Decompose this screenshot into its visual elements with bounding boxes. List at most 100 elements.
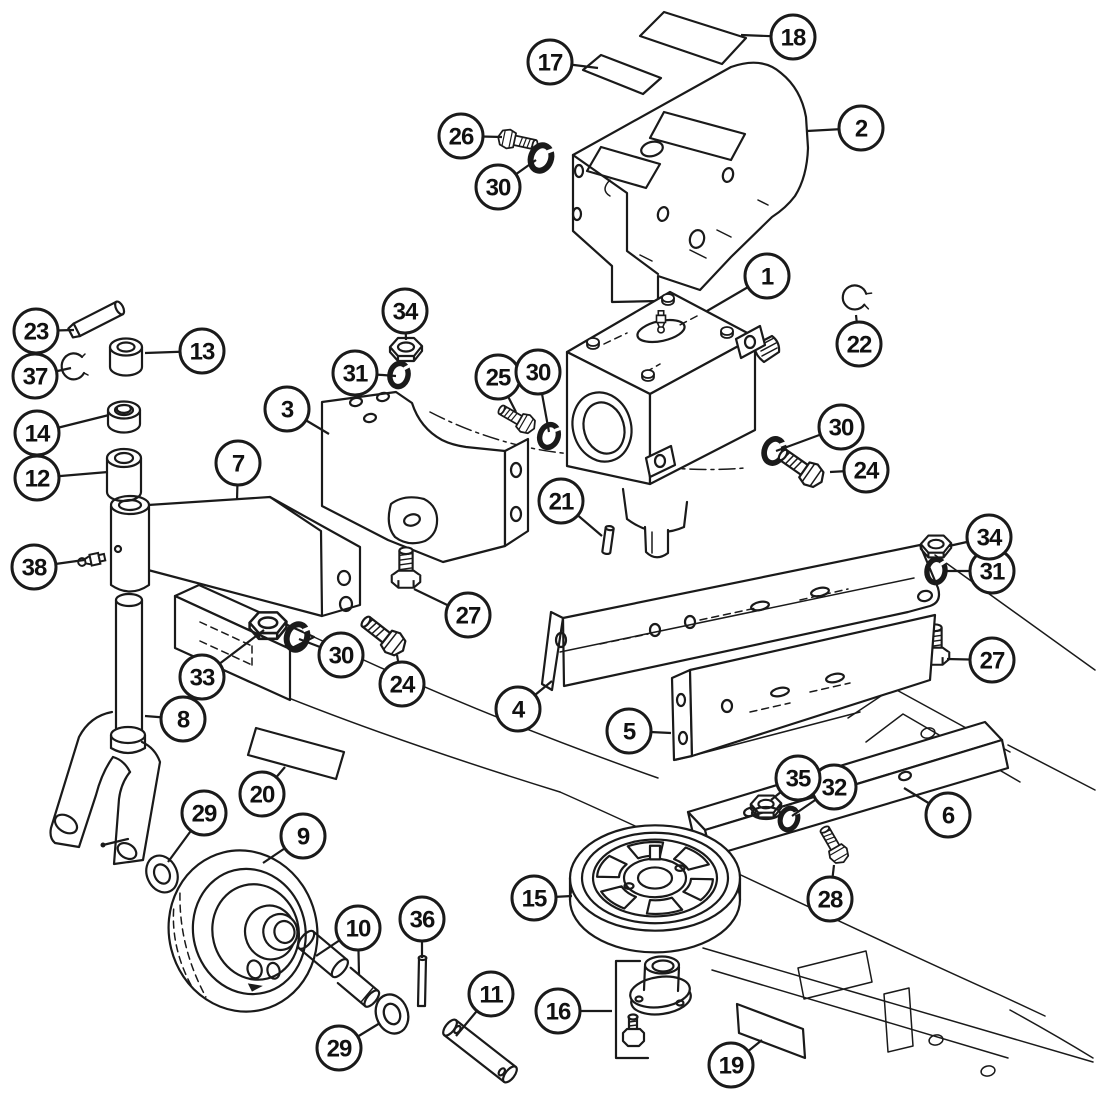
hex-nut-part xyxy=(919,534,953,559)
callout-number: 14 xyxy=(25,421,51,448)
callout-number: 5 xyxy=(623,719,636,746)
callout-number: 22 xyxy=(847,332,872,359)
callout-number: 17 xyxy=(538,50,563,77)
callout-circle xyxy=(769,13,817,61)
snap-ring-part xyxy=(60,352,89,381)
hex-bolt-part xyxy=(772,442,830,493)
callout-31-lock-washer: 31 xyxy=(968,547,1016,595)
bushing-part xyxy=(108,337,144,377)
callout-35-flange-nut: 35 xyxy=(774,754,822,802)
callout-22-snap-ring: 22 xyxy=(835,320,883,368)
callout-circle xyxy=(806,875,854,923)
callout-number: 32 xyxy=(822,775,847,802)
callout-12-bushing: 12 xyxy=(13,454,61,502)
callout-circle xyxy=(537,477,585,525)
callout-11-axle-pin: 11 xyxy=(467,970,515,1018)
callout-5-shield-side-plate: 5 xyxy=(605,707,653,755)
callout-26-hex-bolt: 26 xyxy=(437,112,485,160)
callout-27-shoulder-bolt: 27 xyxy=(444,591,492,639)
callout-8-caster-fork: 8 xyxy=(159,695,207,743)
callout-circle xyxy=(510,874,558,922)
callout-number: 34 xyxy=(977,525,1003,552)
callout-27-shoulder-bolt: 27 xyxy=(968,636,1016,684)
callout-circle xyxy=(279,812,327,860)
callout-number: 37 xyxy=(23,364,48,391)
callout-circle xyxy=(331,349,379,397)
callout-number: 19 xyxy=(719,1053,744,1080)
callout-number: 12 xyxy=(25,466,50,493)
callout-number: 29 xyxy=(192,801,217,828)
callout-circle xyxy=(817,403,865,451)
callout-number: 29 xyxy=(327,1036,352,1063)
belt-shield-cover-part xyxy=(571,61,810,304)
grease-fitting-icon xyxy=(655,309,667,334)
callout-25-hex-bolt: 25 xyxy=(474,353,522,401)
callout-number: 13 xyxy=(190,339,215,366)
callout-1-gearbox: 1 xyxy=(743,252,791,300)
caster-wheel-part xyxy=(167,849,319,1013)
callout-number: 31 xyxy=(980,559,1005,586)
mower-deck-phantom-outline xyxy=(174,411,1096,1077)
gearbox-part xyxy=(565,290,781,559)
callout-34-hex-nut: 34 xyxy=(381,287,429,335)
callout-circle xyxy=(317,631,365,679)
callout-number: 15 xyxy=(522,886,547,913)
callout-18-decal: 18 xyxy=(769,13,817,61)
callout-circle xyxy=(514,348,562,396)
callout-24-hex-bolt: 24 xyxy=(842,446,890,494)
wheel-spacer-part xyxy=(336,966,381,1008)
callout-circle xyxy=(398,895,446,943)
callout-number: 23 xyxy=(24,319,49,346)
caster-fork-part xyxy=(49,592,162,866)
callout-circle xyxy=(835,320,883,368)
cotter-pin-part xyxy=(416,954,428,1008)
callout-number: 2 xyxy=(855,116,868,143)
callout-circle xyxy=(10,543,58,591)
callout-number: 30 xyxy=(329,643,354,670)
callout-balloons: 1234567891011121314151617181920212223242… xyxy=(10,13,1016,1089)
callout-6-support-channel: 6 xyxy=(924,791,972,839)
callout-circle xyxy=(837,104,885,152)
callout-circle xyxy=(238,770,286,818)
callout-number: 3 xyxy=(281,397,294,424)
callout-number: 9 xyxy=(297,824,310,851)
callout-13-bushing: 13 xyxy=(178,327,226,375)
callout-circle xyxy=(605,707,653,755)
callout-circle xyxy=(743,252,791,300)
shoulder-bolt-part xyxy=(390,546,422,589)
callout-number: 38 xyxy=(22,555,47,582)
decal-20 xyxy=(246,726,346,781)
callout-circle xyxy=(467,970,515,1018)
callout-37-snap-ring: 37 xyxy=(11,352,59,400)
axle-pin-part xyxy=(442,1018,518,1084)
callout-23-clevis-pin: 23 xyxy=(12,307,60,355)
hex-bolt-part xyxy=(814,821,853,868)
callout-number: 6 xyxy=(942,803,955,830)
callout-34-hex-nut: 34 xyxy=(965,513,1013,561)
callout-number: 31 xyxy=(343,361,368,388)
callout-number: 7 xyxy=(232,451,245,478)
lock-washer-part xyxy=(925,557,947,584)
callout-circle xyxy=(334,904,382,952)
shield-side-plate-part xyxy=(540,543,941,692)
callout-21-roll-pin: 21 xyxy=(537,477,585,525)
hex-nut-part xyxy=(388,336,424,363)
callout-number: 28 xyxy=(818,887,843,914)
callout-number: 21 xyxy=(549,489,574,516)
callout-circle xyxy=(263,385,311,433)
callout-number: 36 xyxy=(410,907,435,934)
callout-24-hex-bolt: 24 xyxy=(378,660,426,708)
callout-29-flat-washer: 29 xyxy=(315,1024,363,1072)
callout-circle xyxy=(11,352,59,400)
callout-36-cotter-pin: 36 xyxy=(398,895,446,943)
callout-29-flat-washer: 29 xyxy=(180,789,228,837)
callout-14-bushing: 14 xyxy=(13,409,61,457)
roll-pin-part xyxy=(600,524,616,556)
callout-number: 4 xyxy=(512,697,526,724)
bushing-part xyxy=(105,447,143,503)
callout-circle xyxy=(924,791,972,839)
callout-9-caster-wheel: 9 xyxy=(279,812,327,860)
callout-circle xyxy=(315,1024,363,1072)
callout-circle xyxy=(180,789,228,837)
